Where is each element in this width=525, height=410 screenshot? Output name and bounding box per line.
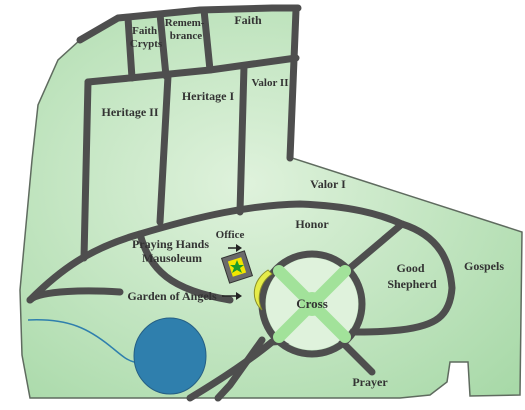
label-remembrance[interactable]: Remem- brance xyxy=(165,17,207,42)
cross-circle-road xyxy=(258,250,366,358)
label-valor-1[interactable]: Valor I xyxy=(310,177,346,191)
label-garden-of-angels[interactable]: Garden of Angels xyxy=(127,289,217,303)
cross-center xyxy=(300,292,324,316)
label-praying-hands[interactable]: Praying Hands Mausoleum xyxy=(132,237,212,265)
label-heritage-2[interactable]: Heritage II xyxy=(102,105,159,119)
road-to-prayer xyxy=(338,338,376,376)
road-divider-remembrance xyxy=(156,10,170,80)
label-faith[interactable]: Faith xyxy=(234,13,262,27)
road-divider-faith xyxy=(200,6,214,74)
arrowhead-office-icon xyxy=(236,244,242,252)
star-icon xyxy=(230,260,244,273)
arrowhead-garden-icon xyxy=(236,292,242,300)
label-prayer[interactable]: Prayer xyxy=(352,375,388,389)
label-honor[interactable]: Honor xyxy=(295,217,329,231)
label-good-shepherd[interactable]: Good Shepherd xyxy=(387,261,437,291)
road-valor-east xyxy=(286,6,300,162)
label-cross[interactable]: Cross xyxy=(296,296,328,311)
stream xyxy=(27,319,135,363)
road-southwest xyxy=(186,338,276,402)
label-gospels[interactable]: Gospels xyxy=(464,259,504,273)
road-heritage-east xyxy=(236,62,248,216)
road-heritage-middle xyxy=(156,72,172,226)
road-divider-crypts xyxy=(124,14,136,82)
label-valor-2[interactable]: Valor II xyxy=(252,77,289,89)
label-heritage-1[interactable]: Heritage I xyxy=(182,89,235,103)
road-to-good-shepherd xyxy=(346,220,406,272)
road-heritage-west xyxy=(80,78,92,262)
road-lower-west xyxy=(26,287,124,304)
pond xyxy=(133,317,207,395)
label-faith-crypts[interactable]: Faith Crypts xyxy=(130,25,163,50)
road-honor-west xyxy=(136,230,234,304)
road-top-border xyxy=(76,4,302,44)
garden-of-angels-crescent xyxy=(253,269,273,311)
label-office[interactable]: Office xyxy=(216,229,245,241)
